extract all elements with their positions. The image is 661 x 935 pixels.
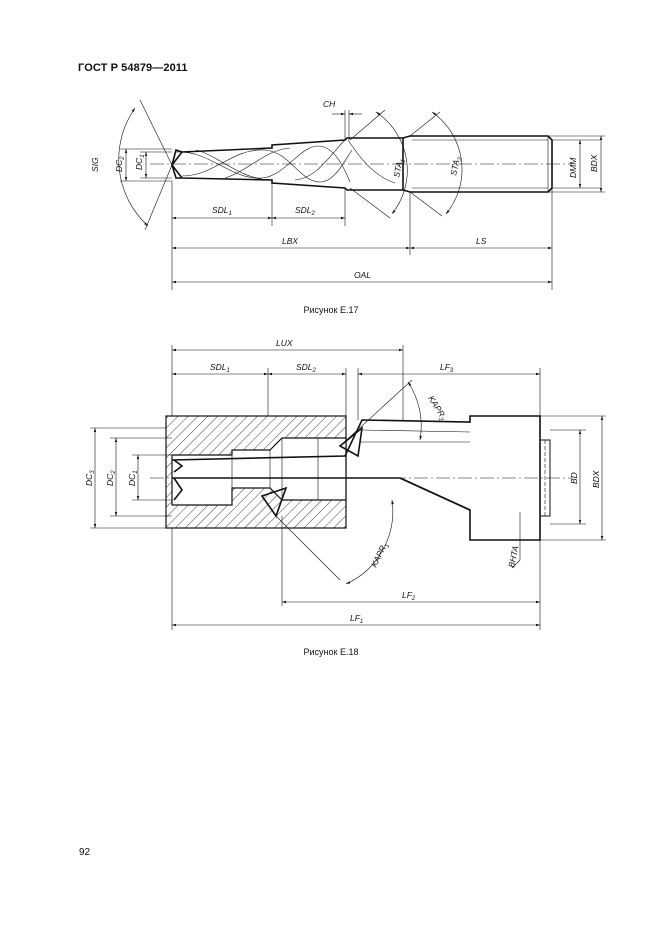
label-kapr2: KAPR2 <box>425 394 450 423</box>
label-sig: SIG <box>90 157 100 172</box>
label-dmm: DMM <box>568 157 578 178</box>
label-kapr1: KAPR1 <box>369 541 391 570</box>
label-dc1: DC1 <box>134 154 146 170</box>
label-ls: LS <box>476 236 487 246</box>
figure-e18-caption: Рисунок Е.18 <box>303 647 359 657</box>
label-dc2: DC2 <box>114 156 126 172</box>
label-dc2: DC2 <box>105 470 117 486</box>
label-ch: CH <box>323 99 336 109</box>
page-number: 92 <box>79 847 91 858</box>
label-sdl2: SDL2 <box>296 362 317 374</box>
label-bdx: BDX <box>591 470 601 488</box>
label-bhta: BHTA <box>506 544 520 568</box>
label-oal: OAL <box>354 270 371 280</box>
label-lf1: LF1 <box>350 613 363 625</box>
label-dc1: DC1 <box>127 470 139 486</box>
figure-e18-drawing: LUX SDL1 SDL2 LF3 KAPR2 DC3 DC2 DC1 BD B… <box>84 338 606 630</box>
standard-header: ГОСТ Р 54879—2011 <box>78 62 188 74</box>
label-dc3: DC3 <box>84 470 96 486</box>
figure-e17-caption: Рисунок Е.17 <box>303 305 359 315</box>
label-lux: LUX <box>276 338 293 348</box>
label-sdl1: SDL1 <box>210 362 230 374</box>
label-lbx: LBX <box>282 236 298 246</box>
figure-e17-drawing: SIG DC2 DC1 CH STA1 STA2 DMM BDX SDL1 SD… <box>90 99 605 290</box>
label-bd: BD <box>569 472 579 484</box>
label-lf2: LF2 <box>402 590 416 602</box>
label-sta2: STA2 <box>448 155 464 177</box>
label-sdl2: SDL2 <box>295 205 316 217</box>
label-lf3: LF3 <box>440 362 454 374</box>
label-bdx: BDX <box>589 154 599 172</box>
label-sdl1: SDL1 <box>212 205 232 217</box>
label-sta1: STA1 <box>391 158 407 179</box>
